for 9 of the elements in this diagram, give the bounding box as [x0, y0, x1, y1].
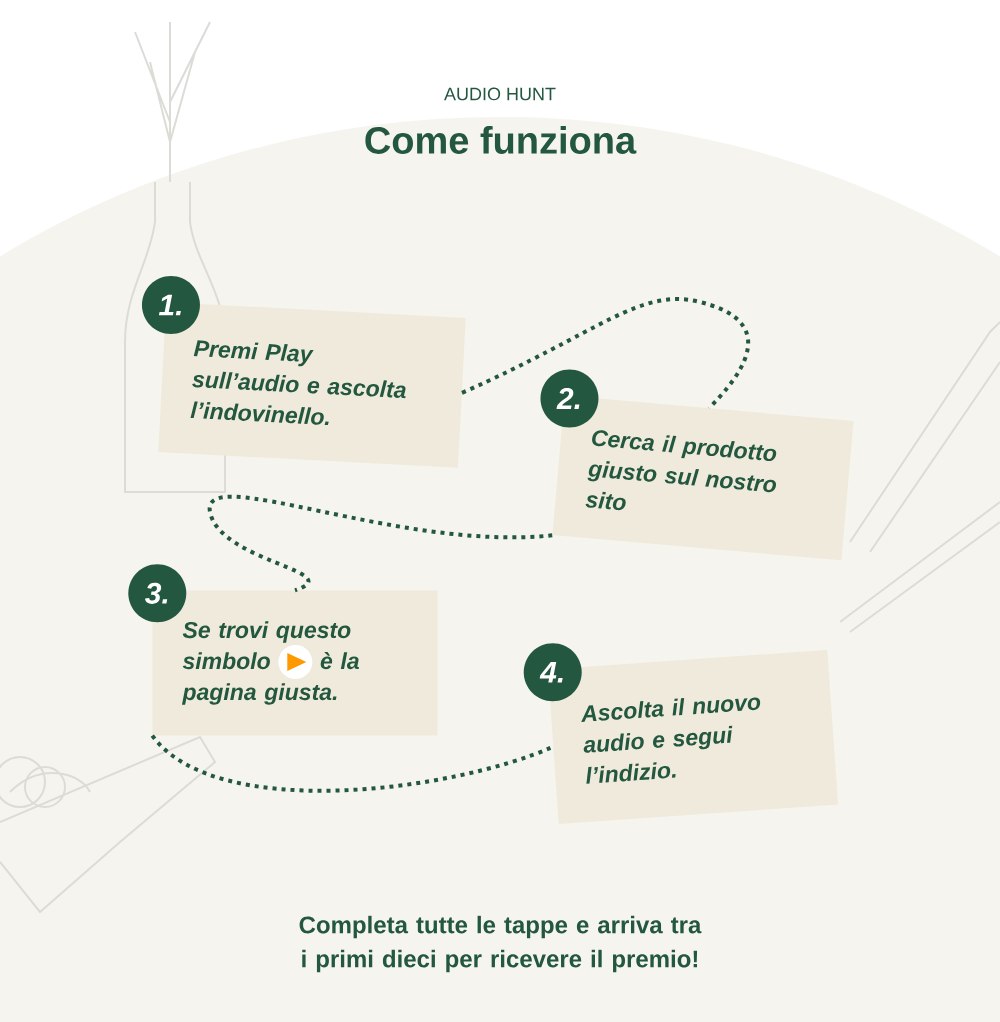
number-badge: 2. [540, 369, 599, 428]
number-badge: 3. [128, 564, 187, 623]
subtitle: AUDIO HUNT [444, 87, 556, 101]
number-badge: 1. [141, 276, 200, 335]
number-badge: 4. [523, 643, 582, 702]
title: Come funziona [365, 126, 637, 154]
caption: Completa tutte le tappe e arriva tra i primi dieci per ricevere il premio! [299, 915, 702, 973]
dotted-path [208, 494, 553, 593]
dotted-path [150, 734, 554, 793]
